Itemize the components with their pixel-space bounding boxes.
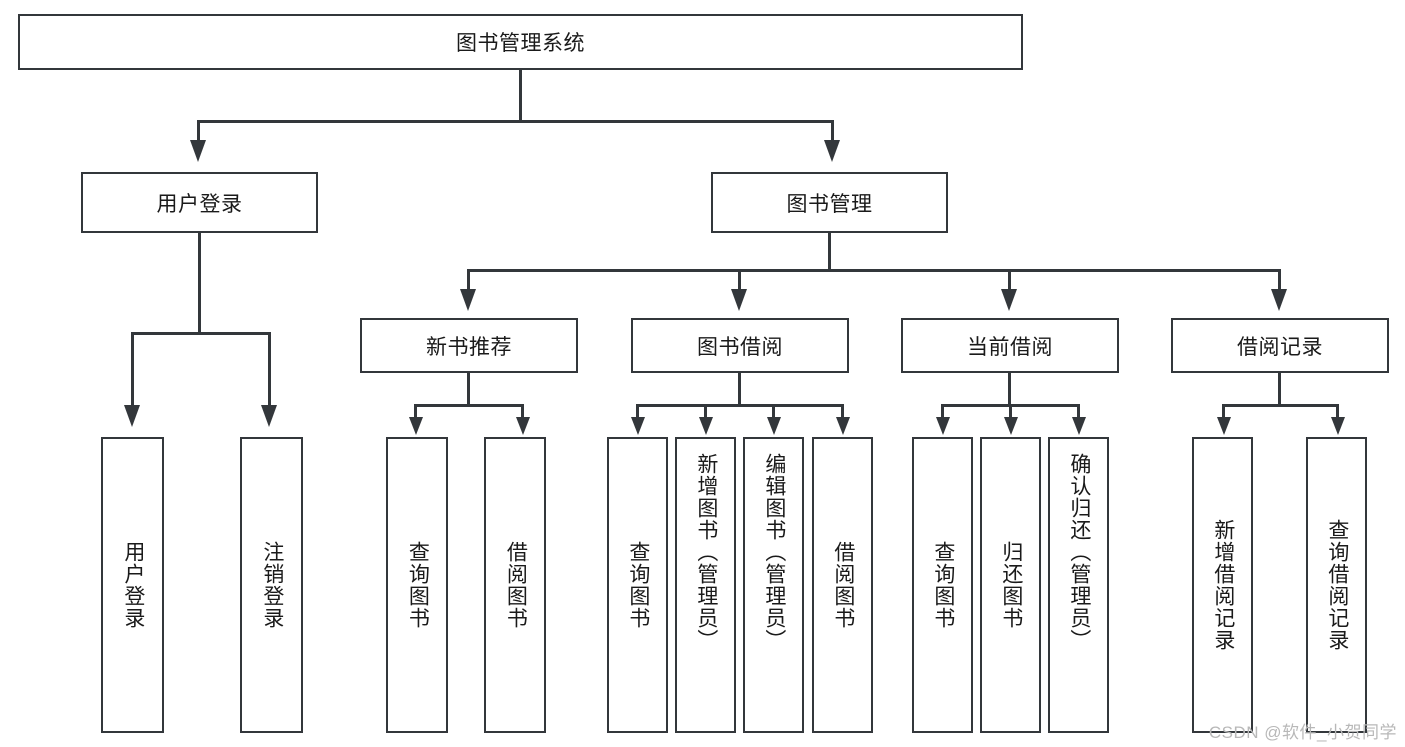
node-label: 新增图书（管理员） [694,453,718,651]
edge-current-drop-1 [941,404,944,418]
edge-recommend-drop-2 [521,404,524,418]
edge-borrow-drop-1 [636,404,639,418]
node-leaf-confirm-return[interactable]: 确认归还（管理员） [1048,437,1109,733]
arrowhead-to-user-login [190,140,206,162]
edge-user-login-drop-1 [131,332,134,407]
node-label: 当前借阅 [967,335,1053,359]
edge-root-bus [197,120,834,123]
edge-root-stem [519,70,522,122]
node-borrow-records[interactable]: 借阅记录 [1171,318,1389,373]
node-leaf-add-borrow-record[interactable]: 新增借阅记录 [1192,437,1253,733]
edge-borrow-bus [636,404,844,407]
edge-recommend-drop-1 [414,404,417,418]
edge-records-bus [1222,404,1339,407]
edge-root-to-user-login [197,120,200,142]
edge-borrow-drop-2 [704,404,707,418]
edge-root-to-book-mgmt [831,120,834,142]
node-label: 确认归还（管理员） [1067,453,1091,651]
edge-records-drop-1 [1222,404,1225,418]
arrowhead-leaf-add-book [699,417,713,435]
node-leaf-query-book-recommend[interactable]: 查询图书 [386,437,448,733]
arrowhead-to-current-borrow [1001,289,1017,311]
node-label: 图书管理系统 [456,32,585,55]
node-current-borrow[interactable]: 当前借阅 [901,318,1119,373]
node-label: 图书管理 [786,192,873,216]
arrowhead-to-new-book-recommend [460,289,476,311]
edge-user-login-drop-2 [268,332,271,407]
edge-user-login-bus [131,332,270,335]
arrowhead-leaf-query-book-2 [631,417,645,435]
node-label: 用户登录 [121,541,145,629]
edge-recommend-bus [414,404,524,407]
edge-current-stem [1008,373,1011,407]
arrowhead-leaf-user-login [124,405,140,427]
node-label: 归还图书 [999,541,1023,629]
edge-book-mgmt-stem [828,233,831,271]
arrowhead-leaf-edit-book [767,417,781,435]
node-label: 借阅图书 [831,541,855,629]
node-leaf-add-book[interactable]: 新增图书（管理员） [675,437,736,733]
node-label: 查询图书 [626,541,650,629]
node-leaf-return-book[interactable]: 归还图书 [980,437,1041,733]
node-book-management[interactable]: 图书管理 [711,172,948,233]
node-label: 图书借阅 [697,335,783,359]
edge-records-drop-2 [1336,404,1339,418]
arrowhead-leaf-borrow-book-1 [516,417,530,435]
arrowhead-leaf-query-book-1 [409,417,423,435]
node-label: 注销登录 [260,541,284,629]
csdn-watermark: CSDN @软件_小贺同学 [1208,723,1397,742]
node-label: 新书推荐 [426,335,512,359]
node-leaf-borrow-book-recommend[interactable]: 借阅图书 [484,437,546,733]
node-label: 借阅图书 [504,541,528,629]
edge-book-mgmt-drop-4 [1278,269,1281,291]
node-label: 用户登录 [156,192,243,216]
arrowhead-leaf-confirm-return [1072,417,1086,435]
edge-current-drop-2 [1009,404,1012,418]
arrowhead-to-book-mgmt [824,140,840,162]
arrowhead-leaf-query-book-3 [936,417,950,435]
arrowhead-to-borrow-records [1271,289,1287,311]
arrowhead-leaf-logout [261,405,277,427]
node-book-borrow[interactable]: 图书借阅 [631,318,849,373]
edge-book-mgmt-drop-2 [738,269,741,291]
arrowhead-leaf-return-book [1004,417,1018,435]
node-label: 查询图书 [931,541,955,629]
arrowhead-leaf-query-record [1331,417,1345,435]
node-leaf-logout[interactable]: 注销登录 [240,437,303,733]
node-label: 查询借阅记录 [1325,519,1349,651]
arrowhead-leaf-add-record [1217,417,1231,435]
edge-book-mgmt-bus [467,269,1281,272]
node-label: 新增借阅记录 [1211,519,1235,651]
arrowhead-to-book-borrow [731,289,747,311]
edge-recommend-stem [467,373,470,407]
edge-current-drop-3 [1077,404,1080,418]
edge-records-stem [1278,373,1281,407]
edge-book-mgmt-drop-1 [467,269,470,291]
node-user-login[interactable]: 用户登录 [81,172,318,233]
node-leaf-user-login[interactable]: 用户登录 [101,437,164,733]
node-root-system[interactable]: 图书管理系统 [18,14,1023,70]
edge-user-login-stem [198,233,201,334]
node-label: 借阅记录 [1237,335,1323,359]
node-label: 编辑图书（管理员） [762,453,786,651]
node-leaf-borrow-book[interactable]: 借阅图书 [812,437,873,733]
node-leaf-query-borrow-record[interactable]: 查询借阅记录 [1306,437,1367,733]
node-label: 查询图书 [406,541,430,629]
node-leaf-edit-book[interactable]: 编辑图书（管理员） [743,437,804,733]
node-new-book-recommend[interactable]: 新书推荐 [360,318,578,373]
node-leaf-query-book-borrow[interactable]: 查询图书 [607,437,668,733]
edge-borrow-drop-3 [772,404,775,418]
arrowhead-leaf-borrow-book-2 [836,417,850,435]
node-leaf-query-book-current[interactable]: 查询图书 [912,437,973,733]
edge-borrow-drop-4 [841,404,844,418]
edge-book-mgmt-drop-3 [1008,269,1011,291]
edge-borrow-stem [738,373,741,407]
